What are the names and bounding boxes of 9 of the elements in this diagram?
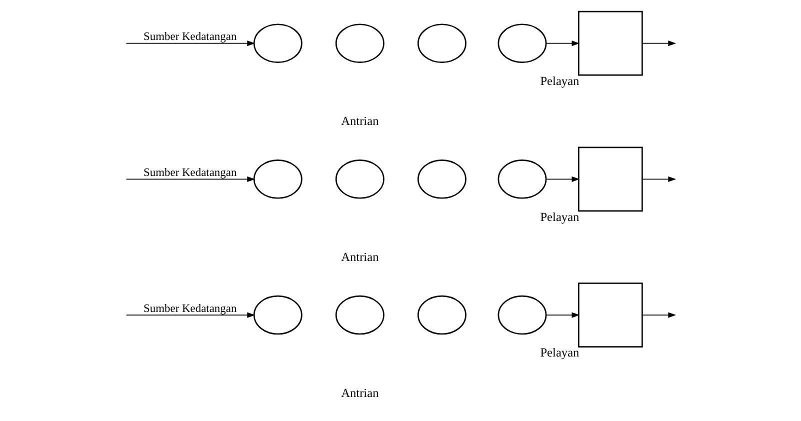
node-label: Pelayan: [540, 346, 580, 360]
edge-label: Sumber Kedatangan: [144, 167, 237, 180]
edge-label: Sumber Kedatangan: [144, 31, 237, 44]
label: Antrian: [341, 386, 379, 400]
node-label: Pelayan: [540, 210, 580, 224]
edge-label: Sumber Kedatangan: [144, 302, 237, 315]
label: Antrian: [341, 114, 379, 128]
label: Antrian: [341, 250, 379, 264]
node-label: Pelayan: [540, 74, 580, 88]
